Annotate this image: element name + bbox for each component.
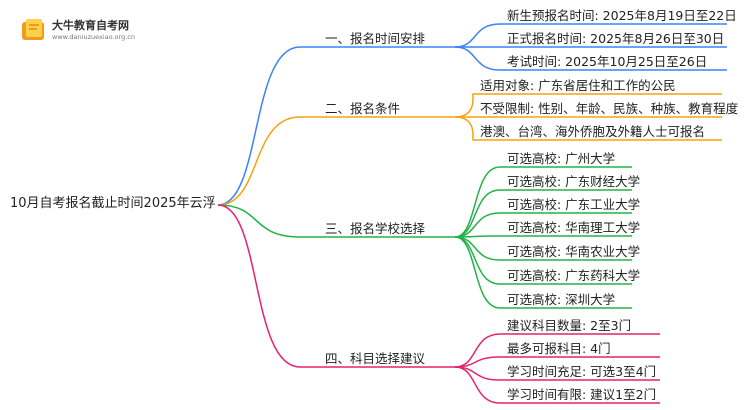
- branch-label-schedule: 一、报名时间安排: [325, 31, 426, 46]
- connector-schools-leaf-2: [454, 189, 632, 238]
- leaf-subject-limited-time: 学习时间有限: 建议1至2门: [507, 387, 657, 402]
- leaf-school-3: 可选高校: 广东工业大学: [507, 197, 641, 212]
- connector-schools-leaf-5: [454, 236, 632, 261]
- leaf-subject-ample-time: 学习时间充足: 可选3至4门: [507, 364, 657, 379]
- branch-label-subjects: 四、科目选择建议: [325, 351, 426, 366]
- connector-schools-leaf-7: [454, 236, 632, 309]
- leaf-condition-no-restriction: 不受限制: 性别、年龄、民族、种族、教育程度: [480, 101, 739, 116]
- leaf-schedule-pre-registration: 新生预报名时间: 2025年8月19日至22日: [507, 8, 737, 23]
- logo-book-icon: [22, 19, 44, 40]
- connector-subjects-leaf-3: [454, 366, 660, 381]
- connector-root-schedule: [217, 46, 455, 206]
- root-topic: 10月自考报名截止时间2025年云浮: [10, 196, 216, 211]
- connector-subjects-leaf-1: [454, 333, 660, 368]
- leaf-subject-count: 建议科目数量: 2至3门: [507, 318, 632, 333]
- leaf-school-7: 可选高校: 深圳大学: [507, 292, 616, 307]
- connector-conditions-leaf-1: [454, 93, 722, 118]
- leaf-subject-max: 最多可报科目: 4门: [507, 341, 611, 356]
- logo-name: 大牛教育自考网: [52, 19, 129, 32]
- leaf-schedule-registration: 正式报名时间: 2025年8月26日至30日: [507, 31, 725, 46]
- leaf-condition-overseas: 港澳、台湾、海外侨胞及外籍人士可报名: [480, 124, 706, 139]
- connector-conditions-leaf-3: [454, 116, 722, 141]
- leaf-school-2: 可选高校: 广东财经大学: [507, 174, 641, 189]
- logo: 大牛教育自考网 www.daniuzuexiao.org.cn: [18, 14, 158, 48]
- leaf-schedule-exam: 考试时间: 2025年10月25日至26日: [507, 54, 708, 69]
- connector-schools-leaf-1: [454, 166, 632, 238]
- connector-root-subjects: [217, 204, 455, 368]
- connector-schedule-leaf-1: [454, 23, 727, 48]
- connector-schools-leaf-4: [454, 235, 632, 238]
- leaf-condition-applicants: 适用对象: 广东省居住和工作的公民: [480, 78, 676, 93]
- logo-url: www.daniuzuexiao.org.cn: [52, 33, 135, 41]
- branch-label-schools: 三、报名学校选择: [325, 221, 426, 236]
- connector-root-conditions: [217, 116, 455, 206]
- connector-schedule-leaf-3: [454, 46, 727, 71]
- branch-label-conditions: 二、报名条件: [325, 101, 401, 116]
- leaf-school-5: 可选高校: 华南农业大学: [507, 244, 641, 259]
- leaf-school-6: 可选高校: 广东药科大学: [507, 268, 641, 283]
- connector-root-schools: [217, 204, 455, 238]
- connector-subjects-leaf-4: [454, 366, 660, 404]
- leaf-school-4: 可选高校: 华南理工大学: [507, 220, 641, 235]
- leaf-school-1: 可选高校: 广州大学: [507, 151, 616, 166]
- connector-schools-leaf-3: [454, 212, 632, 238]
